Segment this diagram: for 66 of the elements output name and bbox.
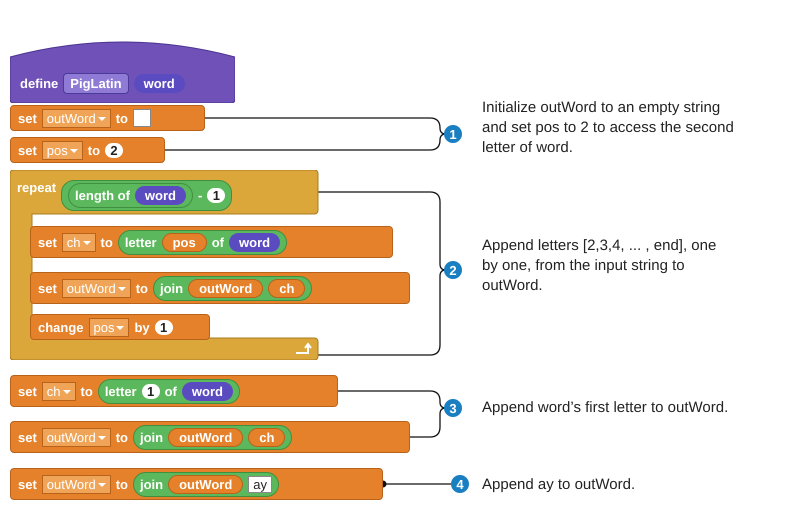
variable-reporter: outWord — [168, 474, 244, 494]
parameter-reporter: word — [134, 186, 186, 205]
dropdown-menu: outWord — [42, 474, 111, 494]
block-keyword: - — [198, 188, 202, 203]
block-keyword: join — [140, 430, 164, 444]
block-keyword: to — [88, 142, 100, 158]
command-block — [10, 105, 205, 131]
dropdown-menu: ch — [62, 232, 96, 252]
block-keyword: set — [18, 430, 37, 444]
block-keyword: repeat — [17, 180, 56, 195]
parameter-reporter: word — [182, 382, 233, 400]
block-keyword: to — [100, 234, 113, 250]
block-keyword: set — [38, 280, 57, 296]
command-block — [10, 375, 338, 407]
callout-number: 1 — [444, 125, 462, 143]
dropdown-menu: outWord — [42, 428, 111, 446]
block-keyword: to — [80, 384, 93, 398]
block-keyword: set — [18, 476, 37, 492]
callout-text: Append word’s first letter to outWord. — [482, 398, 730, 418]
variable-reporter: outWord — [188, 278, 264, 298]
variable-reporter: pos — [162, 232, 207, 252]
block-keyword: letter — [104, 384, 137, 398]
callout-text: Append letters [2,3,4, ... , end], one by one, from the input string to outWord. — [482, 236, 718, 296]
block-keyword: set — [18, 110, 37, 126]
block-keyword: of — [164, 384, 177, 398]
block-keyword: change — [38, 320, 84, 334]
block-keyword: letter — [124, 234, 157, 250]
variable-reporter: ch — [268, 278, 306, 298]
callout-text: Append ay to outWord. — [482, 475, 636, 495]
block-keyword: to — [116, 476, 128, 492]
parameter-reporter: word — [229, 232, 280, 252]
command-block — [10, 421, 410, 453]
dropdown-menu: ch — [42, 382, 76, 400]
command-block — [30, 226, 393, 258]
number-input: 2 — [105, 142, 124, 158]
dropdown-menu: outWord — [42, 108, 111, 128]
variable-reporter: outWord — [168, 428, 244, 446]
dropdown-menu: pos — [42, 140, 83, 160]
text-input: ay — [248, 476, 272, 492]
block-keyword: by — [134, 320, 150, 334]
command-block — [10, 137, 165, 163]
block-keyword: to — [116, 430, 128, 444]
block-keyword: join — [140, 476, 164, 492]
block-keyword: join — [160, 280, 184, 296]
callout-number: 3 — [444, 399, 462, 417]
block-keyword: to — [116, 110, 128, 126]
number-input: 1 — [207, 188, 226, 203]
block-keyword: set — [18, 384, 37, 398]
block-keyword: of — [212, 234, 224, 250]
command-block — [30, 314, 210, 340]
callout-number: 2 — [444, 261, 462, 279]
block-keyword: set — [18, 142, 37, 158]
block-keyword: define — [20, 76, 58, 90]
number-input: 1 — [154, 320, 173, 334]
block-keyword: set — [38, 234, 57, 250]
number-input: 1 — [142, 384, 160, 398]
block-name-label: PigLatin — [63, 72, 129, 94]
variable-reporter: ch — [248, 428, 286, 446]
command-block — [30, 272, 410, 304]
dropdown-menu: pos — [88, 318, 130, 336]
dropdown-menu: outWord — [62, 278, 131, 298]
callout-text: Initialize outWord to an empty string and set pos to 2 to access the second letter of word. — [482, 98, 735, 158]
block-keyword: length of — [75, 188, 130, 203]
block-keyword: to — [136, 280, 148, 296]
callout-number: 4 — [451, 475, 469, 493]
command-block — [10, 468, 383, 500]
